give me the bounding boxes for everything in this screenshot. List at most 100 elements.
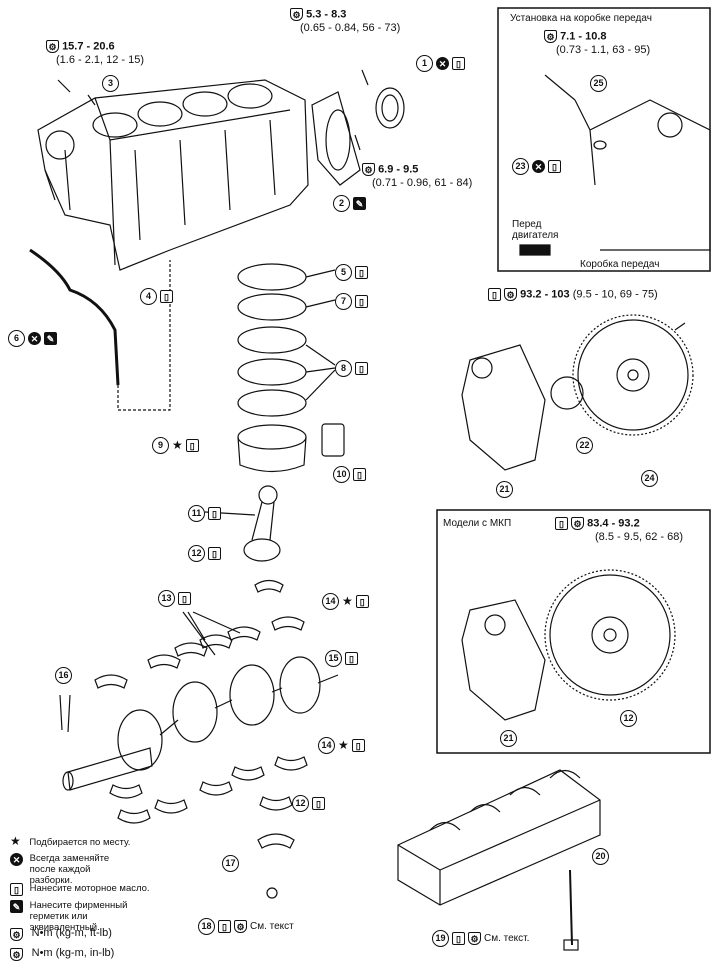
gearbox-inset-title: Установка на коробке передач	[510, 13, 652, 24]
callout-number: 6	[8, 330, 25, 347]
legend-star: ★ Подбирается по месту.	[10, 835, 130, 849]
oil-icon: ▯	[548, 160, 561, 173]
mt-inset-frame	[436, 509, 711, 754]
torque-6: ▯ ⚙ 83.4 - 93.2	[555, 517, 640, 530]
rear-seal-retainer	[311, 91, 361, 186]
callout-number: 5	[335, 264, 352, 281]
gearbox-inset-drawing	[519, 74, 711, 256]
oil-icon: ▯	[452, 57, 465, 70]
oil-icon: ▯	[355, 362, 368, 375]
torque-2-value: 15.7 - 20.6	[62, 40, 115, 53]
callout-number: 21	[496, 481, 513, 498]
callout-number: 11	[188, 505, 205, 522]
legend-nm1: ⚙ N•m (kg-m, ft-lb)	[10, 928, 112, 941]
torque-3-value: 6.9 - 9.5	[378, 163, 419, 176]
star-icon: ★	[342, 594, 353, 608]
sealant-icon: ✎	[44, 332, 57, 345]
torque-4-alt: (0.73 - 1.1, 63 - 95)	[556, 44, 651, 56]
see-text: См. текст.	[484, 933, 530, 944]
torque-4: ⚙ 7.1 - 10.8	[544, 30, 607, 43]
replace-icon: ✕	[436, 57, 449, 70]
callout-number: 25	[590, 75, 607, 92]
replace-icon: ✕	[28, 332, 41, 345]
engine-front-label: Перед двигателя	[512, 219, 559, 241]
torque-2: ⚙ 15.7 - 20.6	[46, 40, 115, 53]
torque-icon: ⚙	[234, 920, 247, 933]
callout-number: 2	[333, 195, 350, 212]
callout-number: 1	[416, 55, 433, 72]
drive-plate-gasket	[461, 344, 546, 471]
callout-4: 4 ▯	[140, 288, 173, 305]
torque-1-alt: (0.65 - 0.84, 56 - 73)	[300, 22, 401, 34]
mt-gasket	[461, 599, 546, 721]
oil-icon: ▯	[353, 468, 366, 481]
rear-oil-seal	[375, 87, 405, 129]
flywheel	[544, 569, 676, 701]
callout-12a: 12 ▯	[188, 545, 221, 562]
callout-3: 3	[102, 75, 119, 92]
callout-number: 22	[576, 437, 593, 454]
callout-number: 13	[158, 590, 175, 607]
callout-18: 18 ▯ ⚙ См. текст	[198, 918, 294, 935]
reinforcement-plate	[550, 376, 584, 410]
legend-nm1-text: N•m (kg-m, ft-lb)	[31, 927, 112, 939]
torque-3: ⚙ 6.9 - 9.5	[362, 163, 418, 176]
oil-icon: ▯	[355, 266, 368, 279]
main-bearings-lower	[109, 756, 308, 824]
sealant-icon: ✎	[353, 197, 366, 210]
connecting-rod	[204, 485, 281, 562]
torque-icon: ⚙	[10, 948, 23, 961]
oil-icon: ▯	[208, 507, 221, 520]
callout-number: 16	[55, 667, 72, 684]
callout-number: 19	[432, 930, 449, 947]
bolt-19	[569, 869, 573, 946]
callout-12c: 12	[620, 710, 637, 727]
callout-5: 5 ▯	[335, 264, 368, 281]
callout-16: 16	[55, 667, 72, 684]
mt-inset-title: Модели с МКП	[443, 518, 512, 529]
callout-23: 23 ✕ ▯	[512, 158, 561, 175]
oil-icon: ▯	[218, 920, 231, 933]
callout-number: 9	[152, 437, 169, 454]
see-text: См. текст	[250, 921, 294, 932]
torque-icon: ⚙	[468, 932, 481, 945]
callout-number: 12	[188, 545, 205, 562]
callout-number: 12	[292, 795, 309, 812]
torque-5: ▯ ⚙ 93.2 - 103 (9.5 - 10, 69 - 75)	[488, 288, 658, 301]
torque-6-value: 83.4 - 93.2	[587, 517, 640, 530]
torque-5-alt: (9.5 - 10, 69 - 75)	[572, 288, 658, 301]
piston	[237, 423, 345, 473]
torque-icon: ⚙	[362, 163, 375, 176]
crankshaft	[62, 656, 339, 791]
star-icon: ★	[172, 438, 183, 452]
callout-9: 9 ★ ▯	[152, 437, 199, 454]
dipstick-tube	[29, 248, 120, 386]
callout-2: 2 ✎	[333, 195, 366, 212]
callout-14a: 14 ★ ▯	[322, 593, 369, 610]
torque-icon: ⚙	[46, 40, 59, 53]
oil-icon: ▯	[178, 592, 191, 605]
oil-icon: ▯	[351, 739, 365, 752]
replace-icon: ✕	[10, 853, 23, 866]
callout-number: 21	[500, 730, 517, 747]
plug-16	[59, 694, 71, 733]
callout-number: 10	[333, 466, 350, 483]
callout-number: 18	[198, 918, 215, 935]
legend-replace: ✕ Всегда заменяйте после каждой разборки…	[10, 853, 130, 886]
oil-icon: ▯	[160, 290, 173, 303]
callout-number: 4	[140, 288, 157, 305]
callout-14b: 14 ★ ▯	[318, 737, 365, 754]
drive-plate	[572, 314, 694, 436]
callout-number: 14	[318, 737, 335, 754]
torque-icon: ⚙	[504, 288, 518, 301]
torque-2-alt: (1.6 - 2.1, 12 - 15)	[56, 54, 145, 66]
callout-25: 25	[590, 75, 607, 92]
torque-icon: ⚙	[544, 30, 557, 43]
torque-3-alt: (0.71 - 0.96, 61 - 84)	[372, 177, 473, 189]
callout-19: 19 ▯ ⚙ См. текст.	[432, 930, 529, 947]
main-bearing-cap-beam	[397, 769, 601, 906]
legend-sealant-text: Нанесите фирменный герметик или эквивале…	[29, 900, 128, 933]
sealant-icon: ✎	[10, 900, 23, 913]
